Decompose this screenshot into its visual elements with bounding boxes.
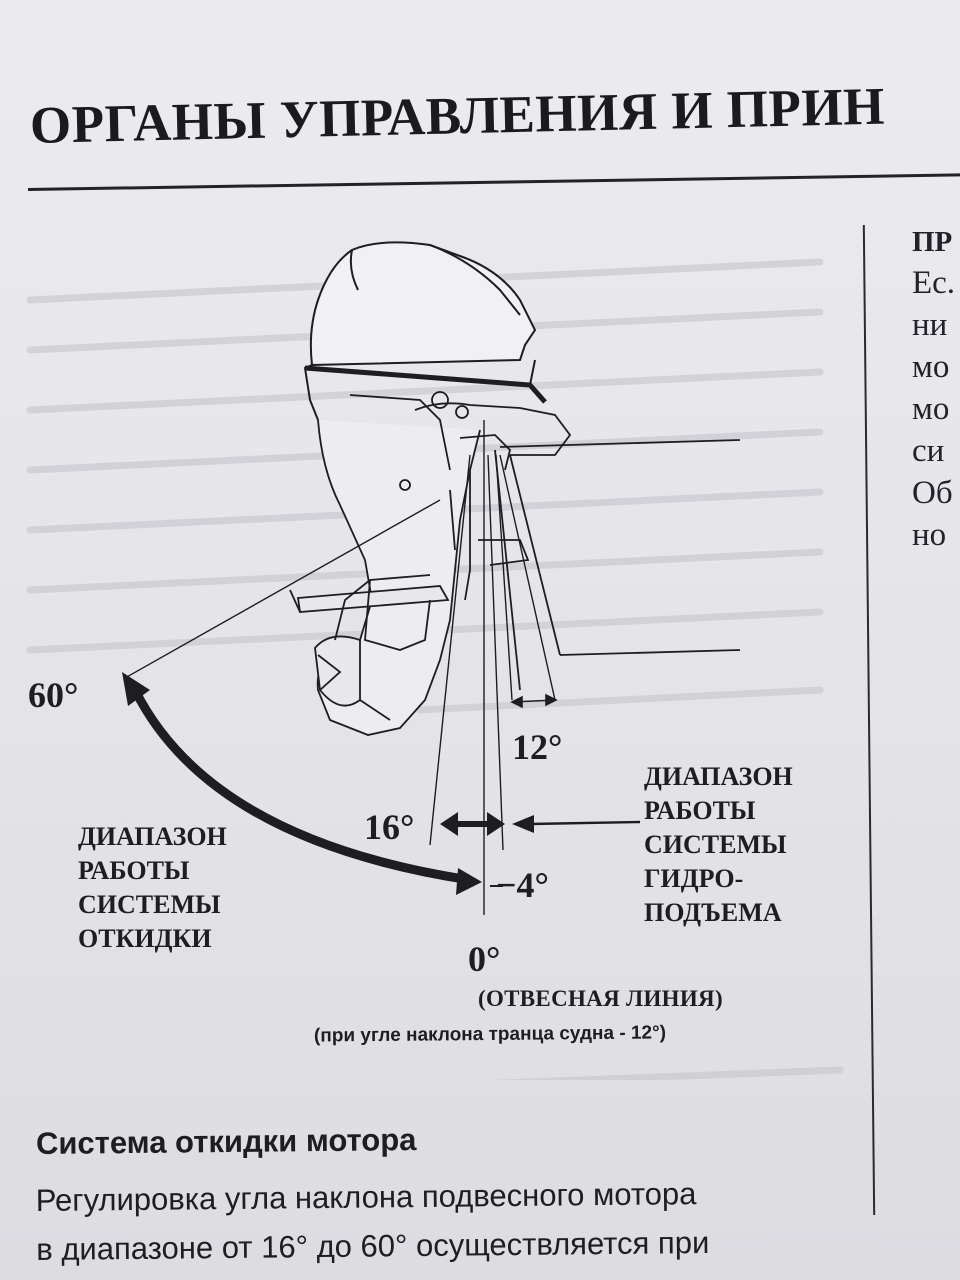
body-line: Регулировка угла наклона подвесного мото… [35, 1176, 697, 1219]
plumb-line-label: (ОТВЕСНАЯ ЛИНИЯ) [478, 986, 723, 1011]
tilt-range-label-line: ОТКИДКИ [78, 924, 212, 953]
boat-transom [494, 439, 741, 691]
trim-range-arrow [440, 812, 505, 836]
trim-range-label-line: РАБОТЫ [644, 796, 756, 825]
tilt-range-label-line: РАБОТЫ [78, 856, 190, 885]
transom-angle-label: 12° [512, 727, 563, 767]
right-column-line: но [912, 517, 947, 553]
section-heading: Система откидки мотора [35, 1122, 417, 1161]
trim-range-label-line: ДИАПАЗОН [644, 762, 793, 791]
right-column-line: Ес. [912, 265, 956, 301]
vertical-angle-label: 0° [468, 939, 501, 979]
tilt-range-arrow [122, 672, 482, 895]
trim-label-pointer [512, 815, 641, 833]
right-column-text: ПР Ес. ни мо мо си Об но [912, 222, 960, 556]
right-column-line: Об [912, 475, 953, 511]
tilt-range-label-line: СИСТЕМЫ [78, 890, 221, 919]
right-column-line: ни [912, 307, 948, 343]
trim-range-label-line: ПОДЪЕМА [644, 898, 782, 927]
right-column-line: си [912, 433, 945, 469]
trim-range-label-line: ГИДРО- [644, 864, 744, 893]
page-title: ОРГАНЫ УПРАВЛЕНИЯ И ПРИН [29, 77, 886, 155]
right-column-heading: ПР [912, 226, 953, 258]
body-line: в диапазоне от 16° до 60° осуществляется… [36, 1224, 710, 1267]
tilt-range-label: ДИАПАЗОН РАБОТЫ СИСТЕМЫ ОТКИДКИ [78, 820, 227, 956]
right-column-line: мо [912, 391, 950, 427]
right-column-line: мо [912, 349, 950, 385]
trim-range-label: ДИАПАЗОН РАБОТЫ СИСТЕМЫ ГИДРО- ПОДЪЕМА [644, 760, 793, 930]
trim-up-angle-label: 16° [364, 807, 415, 847]
outboard-tilt-diagram [26, 241, 844, 1080]
transom-angle-note: (при угле наклона транца судна - 12°) [313, 1022, 667, 1047]
angle-reference-lines [124, 420, 556, 915]
motor-cowling [303, 241, 547, 421]
trim-down-angle-label: −4° [496, 865, 549, 905]
motor-midsection [289, 391, 572, 736]
tilt-max-angle-label: 60° [28, 675, 79, 715]
transom-angle-dimension [510, 693, 558, 709]
section-body: Регулировка угла наклона подвесного мото… [35, 1167, 866, 1274]
title-divider [27, 173, 960, 191]
tilt-range-label-line: ДИАПАЗОН [78, 822, 227, 851]
trim-range-label-line: СИСТЕМЫ [644, 830, 787, 859]
